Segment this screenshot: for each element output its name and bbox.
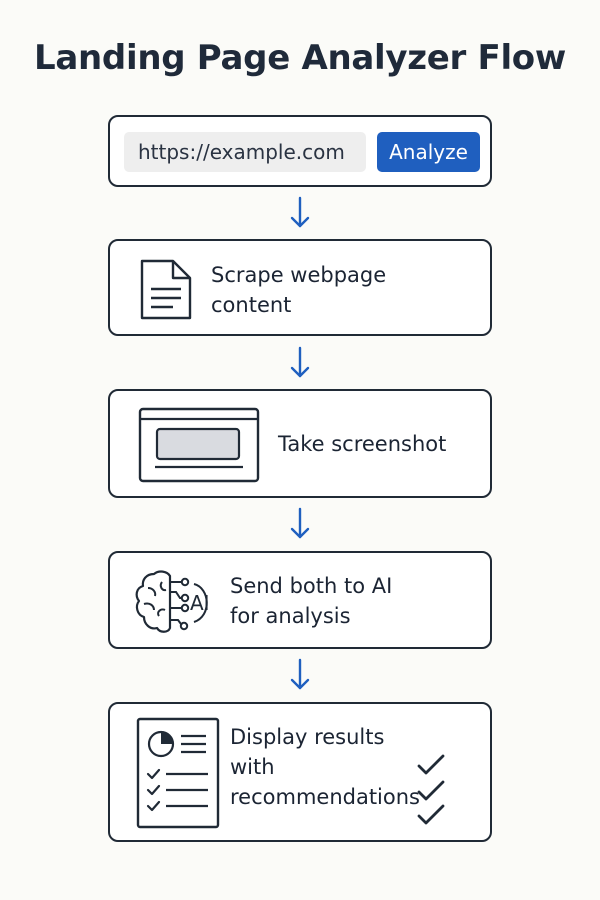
results-label-line1: Display results: [230, 725, 385, 749]
ai-brain-icon: AI: [135, 570, 210, 633]
screenshot-step-label: Take screenshot: [278, 432, 447, 456]
ai-step-label: Send both to AI for analysis: [230, 571, 470, 631]
report-icon: [136, 717, 220, 829]
results-label-line2: with: [230, 755, 275, 779]
screenshot-step-box: Take screenshot: [108, 389, 492, 498]
ai-icon-text: AI: [190, 591, 210, 615]
scrape-label-line2: content: [211, 293, 292, 317]
checkmarks-icon: [417, 754, 445, 825]
scrape-step-box: Scrape webpage content: [108, 239, 492, 336]
flow-arrow-down-icon: [290, 196, 310, 228]
scrape-step-label: Scrape webpage content: [211, 260, 471, 320]
flow-arrow-down-icon: [290, 346, 310, 378]
flow-arrow-down-icon: [290, 658, 310, 690]
flow-arrow-down-icon: [290, 507, 310, 539]
document-icon: [140, 259, 192, 320]
ai-label-line2: for analysis: [230, 604, 351, 628]
scrape-label-line1: Scrape webpage: [211, 263, 387, 287]
results-label-line3: recommendations: [230, 785, 420, 809]
browser-window-icon: [138, 407, 260, 483]
analyze-button[interactable]: Analyze: [377, 132, 480, 172]
results-step-label: Display results with recommendations: [230, 722, 440, 812]
page-title: Landing Page Analyzer Flow: [34, 38, 566, 78]
results-step-box: Display results with recommendations: [108, 702, 492, 842]
url-step-box: https://example.com Analyze: [108, 115, 492, 187]
ai-label-line1: Send both to AI: [230, 574, 393, 598]
url-input[interactable]: https://example.com: [124, 132, 366, 172]
ai-step-box: AI Send both to AI for analysis: [108, 551, 492, 649]
